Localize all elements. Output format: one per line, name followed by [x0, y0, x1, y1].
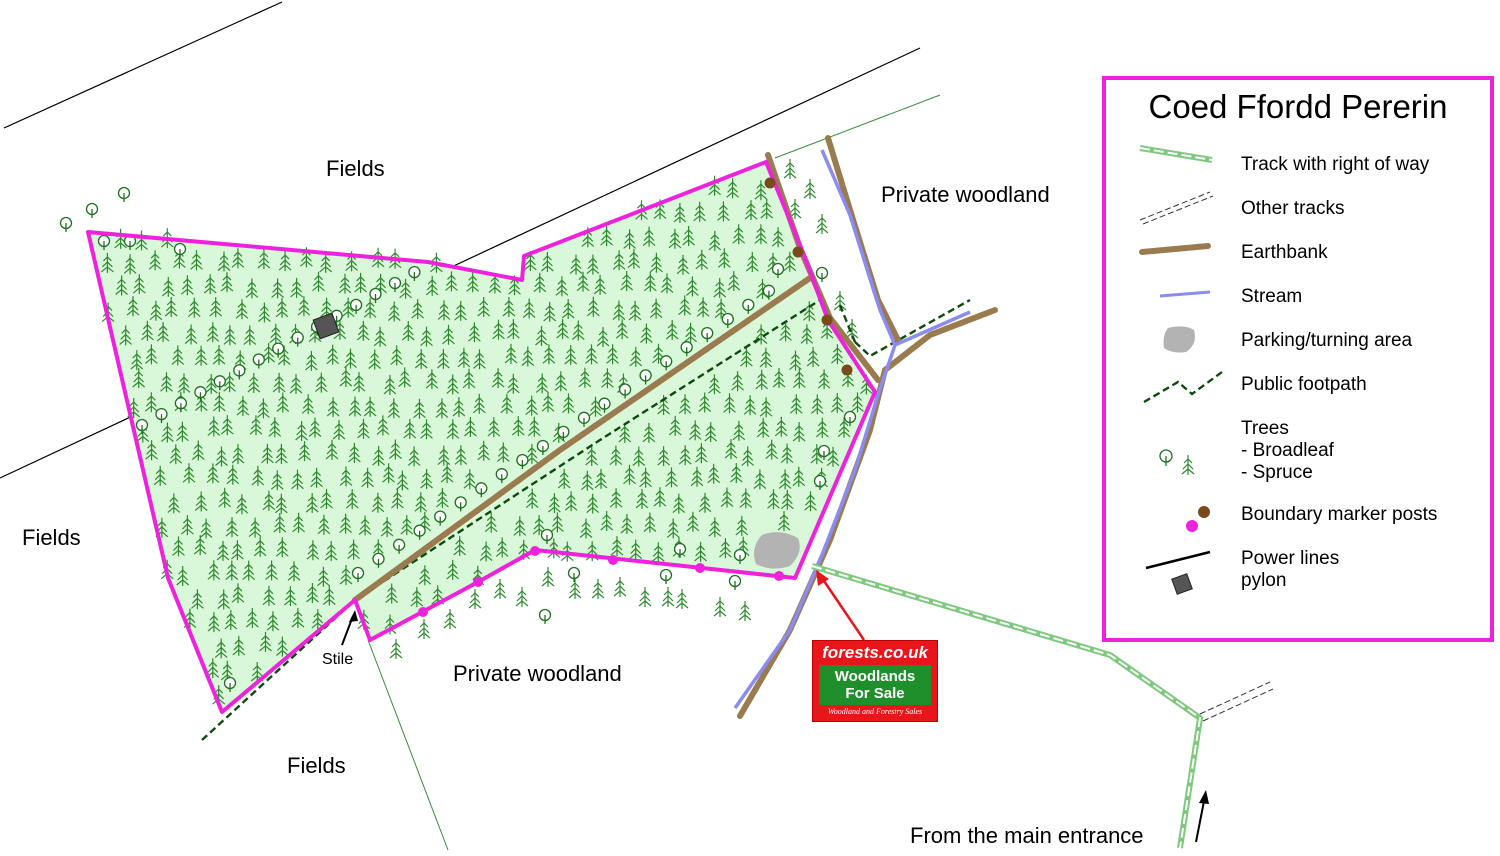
label-private-woodland-bottom: Private woodland — [453, 661, 622, 686]
spruce-tree — [515, 586, 529, 608]
public-footpath — [201, 298, 971, 741]
legend-label-marker-posts: Boundary marker posts — [1241, 504, 1438, 525]
spruce-tree — [568, 578, 582, 600]
spruce-tree — [591, 578, 605, 600]
stile-arrow — [341, 610, 358, 646]
legend-label-parking: Parking/turning area — [1241, 330, 1413, 351]
spruce-tree — [661, 586, 675, 608]
other-tracks-icon — [1139, 191, 1214, 225]
legend-label-stream: Stream — [1241, 286, 1303, 307]
pylon-icon — [312, 312, 340, 340]
legend: Coed Ffordd Pererin Track with right of … — [1102, 76, 1494, 642]
legend-pylon: pylon — [1241, 570, 1287, 591]
parking-area — [754, 532, 800, 569]
label-fields-left: Fields — [22, 525, 81, 550]
public-footpath-icon — [1143, 371, 1223, 404]
track-right-of-way-icon — [1139, 145, 1213, 163]
broadleaf-tree — [59, 216, 73, 233]
spruce-tree — [815, 213, 829, 235]
for-sale-sign: forests.co.uk Woodlands For Sale Woodlan… — [812, 640, 938, 722]
entrance-arrow — [1195, 790, 1209, 843]
spruce-tree — [675, 588, 689, 610]
spruce-tree — [541, 566, 555, 588]
spruce-tree — [803, 178, 817, 200]
spruce-tree — [613, 576, 627, 598]
spruce-tree — [783, 158, 797, 180]
sign-panel: Woodlands For Sale — [819, 665, 931, 705]
broadleaf-tree — [659, 568, 673, 585]
legend-label-footpath: Public footpath — [1241, 374, 1367, 395]
sign-line1: Woodlands — [834, 668, 916, 685]
field-boundary-line — [774, 94, 941, 159]
marker-posts-icon — [1186, 506, 1210, 532]
spruce-tree — [713, 596, 727, 618]
legend-label-trees: Trees - Broadleaf - Spruce — [1241, 418, 1334, 484]
earthbank-icon — [1139, 243, 1211, 255]
label-stile: Stile — [322, 651, 353, 668]
public-footpath — [838, 304, 857, 343]
broadleaf-tree — [85, 202, 99, 219]
legend-trees-title: Trees — [1241, 418, 1289, 439]
sign-website: forests.co.uk — [822, 643, 928, 662]
broadleaf-tree — [567, 566, 581, 583]
label-from-main-entrance: From the main entrance — [910, 823, 1144, 848]
legend-power-lines-title: Power lines — [1241, 548, 1340, 569]
broadleaf-tree — [117, 186, 131, 203]
legend-label-track: Track with right of way — [1241, 154, 1430, 175]
boundary-marker-posts — [418, 177, 853, 617]
field-boundary-line — [367, 639, 449, 851]
legend-label-earthbank: Earthbank — [1241, 242, 1328, 263]
sign-arrow — [816, 570, 866, 641]
stream — [733, 149, 971, 710]
label-private-woodland-right: Private woodland — [881, 182, 1050, 207]
legend-title: Coed Ffordd Pererin — [1148, 88, 1448, 125]
spruce-tree — [417, 618, 431, 640]
other-track — [1199, 681, 1274, 722]
field-boundary-line — [3, 1, 283, 129]
spruce-tree — [468, 588, 482, 610]
power-lines-icon — [1145, 550, 1211, 595]
stream-icon — [1159, 290, 1211, 298]
spruce-tree — [443, 608, 457, 630]
spruce-tree — [738, 600, 752, 622]
sign-line2: For Sale — [845, 685, 905, 702]
spruce-tree — [638, 586, 652, 608]
label-fields-top: Fields — [326, 156, 385, 181]
woodland-boundary — [86, 160, 877, 714]
legend-trees-broadleaf: - Broadleaf — [1241, 440, 1334, 461]
trees-icon — [1159, 449, 1195, 475]
broadleaf-tree — [538, 608, 552, 625]
label-fields-bottom: Fields — [287, 753, 346, 778]
broadleaf-tree — [815, 266, 829, 283]
spruce-tree — [389, 638, 403, 660]
legend-label-power-lines: Power lines pylon — [1241, 548, 1339, 592]
woodland-area — [88, 162, 875, 712]
legend-label-other-tracks: Other tracks — [1241, 198, 1345, 219]
spruce-tree — [493, 578, 507, 600]
broadleaf-tree — [728, 574, 742, 591]
track-right-of-way — [811, 563, 1204, 849]
sign-tagline: Woodland and Forestry Sales — [827, 707, 923, 716]
parking-area-icon — [1163, 326, 1195, 353]
legend-trees-spruce: - Spruce — [1241, 462, 1313, 483]
